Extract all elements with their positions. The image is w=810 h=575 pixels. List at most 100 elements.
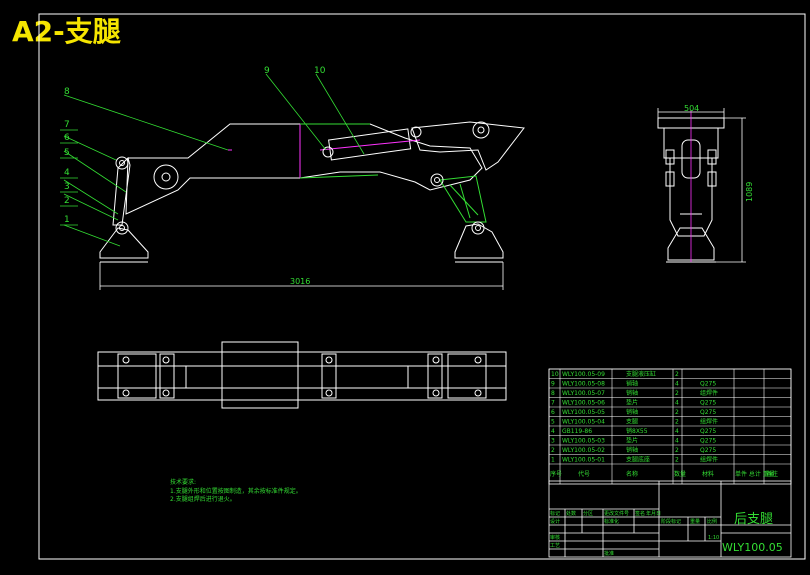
main-beam [125, 123, 483, 215]
tb-label-approve: 批准 [604, 550, 614, 557]
bom-cell-mat: Q275 [700, 400, 716, 407]
bom-cell-name: 支腿液压缸 [626, 370, 656, 378]
bom-header-cell: 序号 [550, 470, 562, 478]
part-label-5: 5 [64, 148, 70, 158]
bom-cell-no: 7 [551, 400, 555, 407]
bom-cell-mat: Q275 [700, 428, 716, 435]
bom-cell-mat: 组焊件 [700, 418, 718, 426]
bom-cell-code: WLY100.05-07 [562, 390, 605, 397]
right-leg [439, 175, 487, 223]
part-label-4: 4 [64, 168, 70, 178]
bom-cell-code: WLY100.05-02 [562, 447, 605, 454]
tb-label-weight: 重量 [690, 518, 700, 525]
tb-label-stage: 阶段标记 [661, 518, 681, 525]
notes-heading: 技术要求: [170, 478, 196, 486]
left-base [99, 227, 149, 259]
tb-label-zone: 分区 [583, 510, 593, 517]
bom-cell-name: 垫片 [626, 399, 638, 407]
bom-cell-mat: 组焊件 [700, 389, 718, 397]
part-label-10: 10 [314, 66, 326, 76]
tb-label-scale: 比例 [707, 518, 717, 525]
bom-cell-qty: 2 [675, 371, 679, 378]
bom-cell-mat: Q275 [700, 381, 716, 388]
bom-cell-qty: 2 [675, 457, 679, 464]
bom-cell-no: 8 [551, 390, 555, 397]
hydraulic-cylinder [328, 128, 412, 161]
bom-cell-code: WLY100.05-09 [562, 371, 605, 378]
notes-line-2: 2.支腿组焊后进行退火。 [170, 495, 236, 503]
drawing-title: A2-支腿 [12, 15, 121, 48]
technical-notes: 技术要求: 1.支腿外形和位置按图制造，其余按标准件规定。 2.支腿组焊后进行退… [170, 478, 302, 503]
top-view [97, 341, 507, 409]
bom-cell-qty: 2 [675, 409, 679, 416]
bom-cell-no: 10 [551, 371, 559, 378]
left-leg [112, 157, 131, 226]
tb-label-process: 工艺 [550, 543, 560, 549]
bom-cell-code: WLY100.05-06 [562, 400, 605, 407]
left-pivot-pin [153, 164, 179, 190]
bom-header-cell: 材料 [702, 470, 714, 478]
bom-cell-qty: 4 [675, 428, 679, 435]
bom-cell-no: 9 [551, 381, 555, 388]
tb-label-count: 处数 [566, 510, 576, 517]
tb-label-standard: 标准化 [604, 518, 619, 525]
bom-cell-no: 5 [551, 419, 555, 426]
side-view [657, 117, 725, 263]
bom-header-cell: 代号 [578, 470, 590, 478]
tb-label-change: 更改文件号 [604, 510, 629, 517]
part-label-1: 1 [64, 215, 70, 225]
bom-cell-no: 4 [551, 428, 555, 435]
bom-cell-qty: 2 [675, 447, 679, 454]
bom-header-cell: 单件 总计 重量 [735, 470, 775, 478]
bom-cell-qty: 2 [675, 419, 679, 426]
bom-cell-mat: Q275 [700, 409, 716, 416]
side-dimensions [657, 108, 746, 263]
bom-cell-code: WLY100.05-04 [562, 419, 605, 426]
bom-cell-code: WLY100.05-01 [562, 457, 605, 464]
bom-cell-name: 销轴 [626, 408, 638, 416]
bom-cell-no: 2 [551, 447, 555, 454]
bom-cell-code: WLY100.05-08 [562, 381, 605, 388]
bom-cell-name: 销轴 [626, 380, 638, 388]
drawing-name: 后支腿 [734, 512, 773, 527]
bom-cell-name: 销8X55 [626, 427, 648, 435]
bom-row: 4 GB119-86 销8X55 4 Q275 [551, 427, 716, 435]
tb-label-date: 年月日 [646, 510, 661, 517]
tb-label-design: 设计 [550, 518, 560, 525]
tb-label-sign: 签名 [635, 510, 645, 517]
part-label-3: 3 [64, 182, 70, 192]
notes-line-1: 1.支腿外形和位置按图制造，其余按标准件规定。 [170, 487, 302, 495]
bom-cell-name: 支腿底座 [626, 456, 650, 464]
bom-header-cell: 名称 [626, 470, 638, 478]
bom-cell-no: 3 [551, 438, 555, 445]
outer-frame [38, 13, 806, 560]
bom-cell-qty: 2 [675, 390, 679, 397]
bom-cell-code: WLY100.05-03 [562, 438, 605, 445]
span-dimension [99, 262, 504, 290]
part-label-7: 7 [64, 120, 70, 130]
dim-width: 504 [684, 104, 699, 113]
leaders [60, 73, 365, 247]
bom-cell-name: 垫片 [626, 437, 638, 445]
dim-span: 3016 [290, 277, 310, 286]
bom-cell-no: 6 [551, 409, 555, 416]
part-label-9: 9 [264, 66, 270, 76]
bom-cell-name: 销轴 [626, 389, 638, 397]
title-block [548, 480, 792, 558]
part-label-8: 8 [64, 87, 70, 97]
bom-header-cell: 备注 [766, 470, 778, 478]
top-view-pins [122, 356, 482, 397]
bom-cell-code: GB119-86 [562, 428, 592, 435]
bom-cell-mat: 组焊件 [700, 456, 718, 464]
right-bracket [411, 121, 525, 171]
right-base [454, 223, 504, 259]
